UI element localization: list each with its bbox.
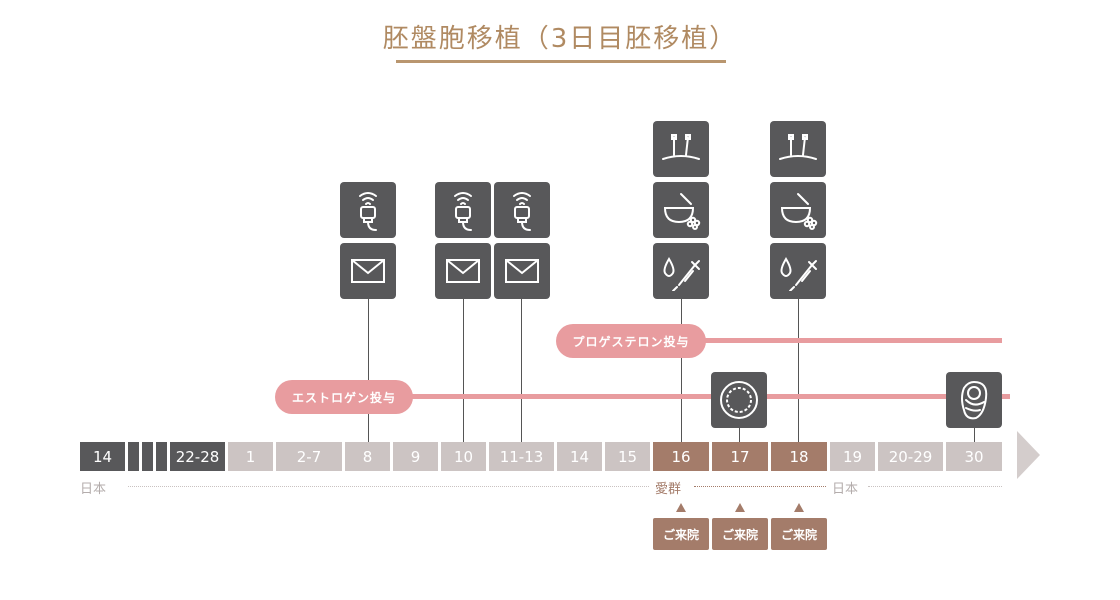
timeline-cell-label: 9: [410, 447, 421, 466]
acupuncture-needles-icon: [653, 121, 709, 177]
connector-day-16: [681, 298, 682, 442]
drop-syringe-icon: [653, 243, 709, 299]
timeline-cell: 19: [830, 442, 875, 471]
drop-syringe-icon: [770, 243, 826, 299]
page-title: 胚盤胞移植（3日目胚移植）: [382, 24, 738, 54]
herbal-medicine-bowl-icon: [653, 182, 709, 238]
connector-day-8: [368, 298, 369, 442]
visit-badge: ご来院: [771, 518, 827, 550]
timeline-cell: [128, 442, 139, 471]
timeline-cell: 22-28: [170, 442, 225, 471]
location-aichi: 愛群: [655, 482, 682, 497]
location-divider: [694, 486, 826, 487]
progesterone-label: プロゲステロン投与: [572, 334, 690, 349]
visit-badge: ご来院: [712, 518, 768, 550]
estrogen-label: エストロゲン投与: [291, 390, 396, 405]
timeline-cell-label: 15: [617, 447, 638, 466]
timeline-cell: 9: [393, 442, 438, 471]
ultrasound-icon: [340, 182, 396, 238]
connector-day-11-13: [521, 298, 522, 442]
timeline-cell-label: 2-7: [296, 447, 322, 466]
timeline-cell: 20-29: [878, 442, 943, 471]
location-japan-right: 日本: [832, 482, 859, 497]
visit-label: ご来院: [721, 527, 758, 542]
timeline-cell-label: 8: [362, 447, 373, 466]
envelope-icon: [494, 243, 550, 299]
timeline-cell: [142, 442, 153, 471]
visit-marker: [794, 503, 804, 512]
timeline-cell-label: 18: [789, 447, 809, 466]
envelope-icon: [435, 243, 491, 299]
visit-marker: [676, 503, 686, 512]
timeline-cell: 2-7: [276, 442, 342, 471]
title-underline: [396, 60, 726, 63]
timeline-cell: 15: [605, 442, 650, 471]
timeline-cell-label: 14: [569, 447, 590, 466]
timeline-cell: [156, 442, 167, 471]
visit-label: ご来院: [780, 527, 817, 542]
connector-day-18: [798, 298, 799, 442]
timeline-arrow: [1017, 431, 1040, 479]
timeline-cell: 14: [557, 442, 602, 471]
timeline-cell: 10: [441, 442, 486, 471]
timeline-cell: 8: [345, 442, 390, 471]
connector-day-17: [739, 428, 740, 442]
timeline-cell: 16: [653, 442, 709, 471]
location-divider: [128, 486, 649, 487]
timeline-cell: 11-13: [489, 442, 554, 471]
timeline-cell-label: 16: [671, 447, 691, 466]
connector-day-10: [463, 298, 464, 442]
connector-day-30: [974, 428, 975, 442]
progesterone-pill: プロゲステロン投与: [556, 324, 706, 358]
visit-label: ご来院: [662, 527, 699, 542]
timeline-cell: 1: [228, 442, 273, 471]
timeline-cell: 14: [80, 442, 125, 471]
timeline-cell-label: 30: [964, 447, 984, 466]
ultrasound-icon: [494, 182, 550, 238]
timeline-cell: 17: [712, 442, 768, 471]
location-japan-left: 日本: [80, 482, 107, 497]
visit-badge: ご来院: [653, 518, 709, 550]
timeline-cell-label: 11-13: [499, 447, 544, 466]
estrogen-band: [380, 394, 1010, 399]
timeline-cell: 18: [771, 442, 827, 471]
timeline-cell-label: 14: [92, 447, 113, 466]
envelope-icon: [340, 243, 396, 299]
estrogen-pill: エストロゲン投与: [275, 380, 413, 414]
timeline-cell-label: 17: [730, 447, 750, 466]
timeline-cell-label: 19: [842, 447, 863, 466]
ultrasound-icon: [435, 182, 491, 238]
swaddled-baby-icon: [946, 372, 1002, 428]
herbal-medicine-bowl-icon: [770, 182, 826, 238]
timeline-cell-label: 20-29: [888, 447, 933, 466]
location-divider: [868, 486, 1002, 487]
timeline-cell-label: 22-28: [175, 447, 220, 466]
visit-marker: [735, 503, 745, 512]
acupuncture-needles-icon: [770, 121, 826, 177]
timeline-cell-label: 10: [453, 447, 474, 466]
progesterone-band: [680, 338, 1002, 343]
embryo-icon: [711, 372, 767, 428]
timeline-cell: 30: [946, 442, 1002, 471]
timeline-cell-label: 1: [245, 447, 256, 466]
